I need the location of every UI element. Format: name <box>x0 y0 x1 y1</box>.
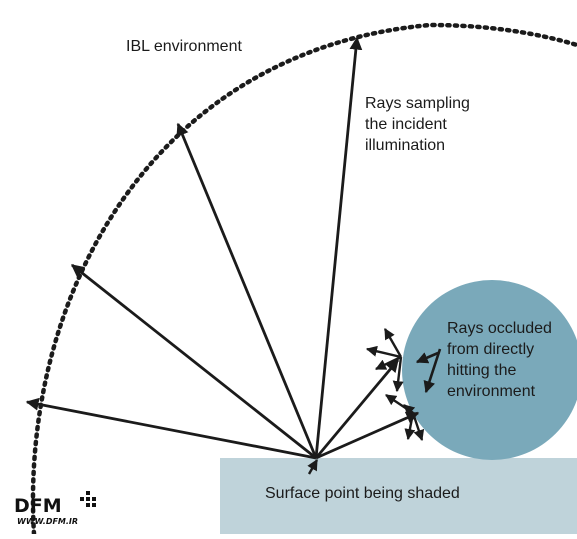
sampling-rays <box>25 36 363 460</box>
surface-patch <box>220 458 577 534</box>
ray-occluded-2 <box>315 411 420 460</box>
scattered-rays <box>365 328 425 442</box>
occluded-label-line-4: environment <box>447 383 536 400</box>
occluded-label-line-1: Rays occluded <box>447 320 552 337</box>
occluder-sphere <box>402 280 577 460</box>
sampling-label-line-2: the incident <box>365 116 447 133</box>
environment-arc <box>30 22 577 537</box>
ray-up <box>314 36 363 459</box>
watermark-logo: DFM <box>14 495 62 517</box>
sampling-label-line-1: Rays sampling <box>365 95 470 112</box>
surface-label: Surface point being shaded <box>265 485 460 502</box>
occluded-label-arrows <box>415 348 442 394</box>
occluded-rays <box>314 359 420 460</box>
occluded-label-line-2: from directly <box>447 341 534 358</box>
ray-upper-left <box>176 122 318 459</box>
ray-left <box>70 263 317 460</box>
watermark: DFM WWW.DFM.IR <box>14 491 96 526</box>
surface-point-pointer <box>307 459 319 475</box>
ray-occluded-1 <box>314 359 400 459</box>
environment-label: IBL environment <box>126 38 242 55</box>
sampling-label-line-3: illumination <box>365 137 445 154</box>
occluded-label-line-3: hitting the <box>447 362 516 379</box>
watermark-pixel-icon <box>80 491 96 507</box>
ray-far-left <box>25 397 317 460</box>
watermark-url: WWW.DFM.IR <box>17 517 78 526</box>
